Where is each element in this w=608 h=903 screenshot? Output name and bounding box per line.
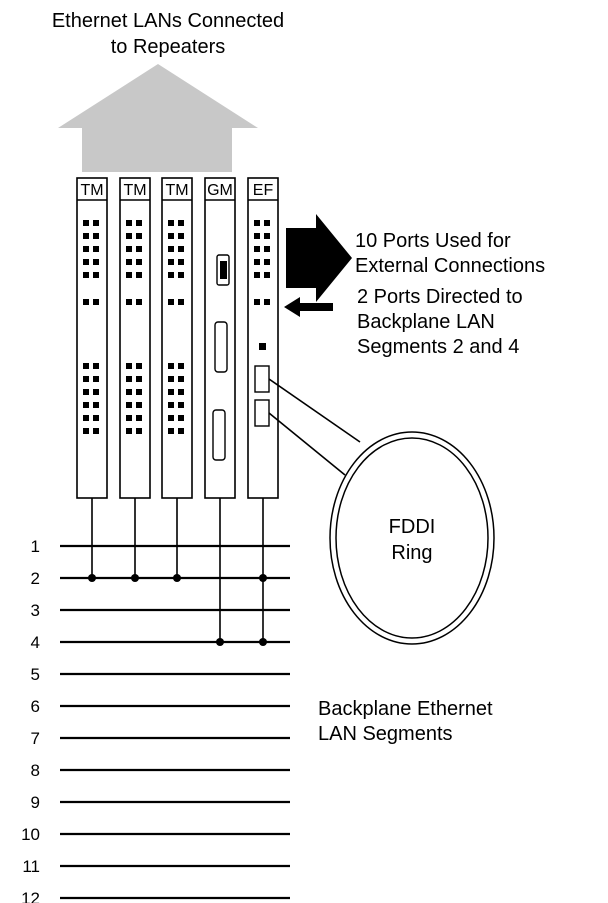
backplane-arrow-icon bbox=[284, 297, 333, 317]
callout-external-1: 10 Ports Used for bbox=[355, 230, 511, 252]
segment-number: 2 bbox=[31, 569, 40, 588]
module-tm-1: TM bbox=[76, 177, 108, 499]
segment-number: 6 bbox=[31, 697, 40, 716]
port-group-upper bbox=[254, 220, 270, 305]
fddi-cable-b bbox=[268, 412, 346, 476]
segment-number: 10 bbox=[21, 825, 40, 844]
module-tm-2: TM bbox=[119, 177, 151, 499]
segment-numbers: 1 2 3 4 5 6 7 8 9 10 11 12 bbox=[21, 537, 40, 903]
segments-label-2: LAN Segments bbox=[318, 723, 453, 745]
segment-number: 5 bbox=[31, 665, 40, 684]
up-arrow-icon bbox=[58, 64, 258, 172]
fddi-cable-a bbox=[268, 378, 361, 443]
status-led-icon bbox=[259, 343, 266, 350]
module-ef: EF bbox=[247, 177, 279, 499]
connection-dots bbox=[88, 574, 267, 646]
port-group-upper bbox=[168, 220, 184, 305]
callout-ports-2: Backplane LAN bbox=[357, 311, 495, 333]
segment-number: 4 bbox=[31, 633, 40, 652]
fddi-port-a bbox=[254, 365, 270, 393]
segment-number: 1 bbox=[31, 537, 40, 556]
fddi-ring-label-1: FDDI bbox=[389, 516, 436, 538]
port-group-lower bbox=[83, 363, 99, 434]
port-group-lower bbox=[126, 363, 142, 434]
title-line-1: Ethernet LANs Connected bbox=[52, 10, 284, 32]
title-line-2: to Repeaters bbox=[111, 36, 226, 58]
port-group-upper bbox=[126, 220, 142, 305]
segments-label-1: Backplane Ethernet bbox=[318, 698, 493, 720]
module-label: GM bbox=[207, 182, 233, 199]
fddi-ring bbox=[329, 431, 495, 645]
port-group-upper bbox=[83, 220, 99, 305]
module-label: TM bbox=[123, 182, 146, 199]
callout-ports-1: 2 Ports Directed to bbox=[357, 286, 523, 308]
module-label: TM bbox=[80, 182, 103, 199]
segment-number: 9 bbox=[31, 793, 40, 812]
segment-number: 8 bbox=[31, 761, 40, 780]
callout-ports-3: Segments 2 and 4 bbox=[357, 336, 519, 358]
module-gm: GM bbox=[204, 177, 236, 499]
backplane-segments bbox=[60, 544, 290, 900]
connector-icon bbox=[214, 321, 228, 373]
segment-number: 11 bbox=[22, 857, 40, 876]
fddi-ring-label-2: Ring bbox=[391, 542, 432, 564]
external-arrow-icon bbox=[286, 214, 352, 302]
segment-number: 12 bbox=[21, 889, 40, 903]
module-label: EF bbox=[253, 182, 274, 199]
module-drop-lines bbox=[91, 498, 264, 642]
callout-external-2: External Connections bbox=[355, 255, 545, 277]
module-tm-3: TM bbox=[161, 177, 193, 499]
fddi-port-b bbox=[254, 399, 270, 427]
port-group-lower bbox=[168, 363, 184, 434]
segment-number: 7 bbox=[31, 729, 40, 748]
connector-icon bbox=[212, 409, 226, 461]
module-label: TM bbox=[165, 182, 188, 199]
segment-number: 3 bbox=[31, 601, 40, 620]
